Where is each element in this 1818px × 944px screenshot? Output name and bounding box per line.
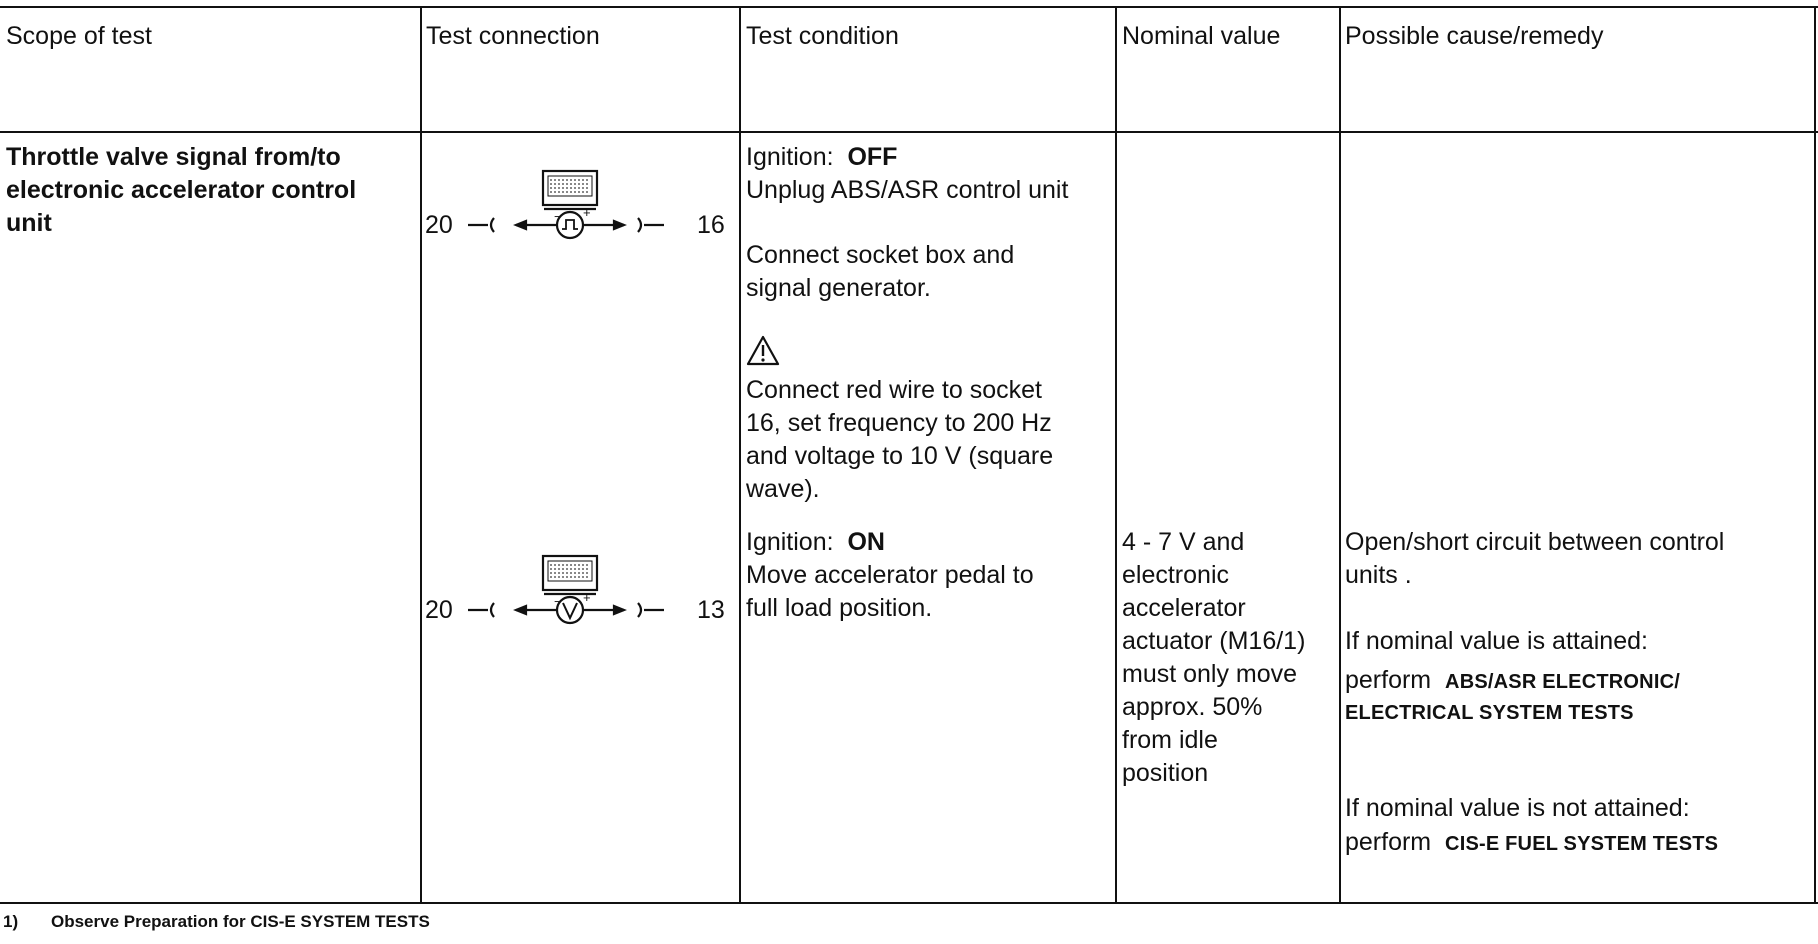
- scope-line-3: unit: [6, 209, 52, 237]
- header-cause: Possible cause/remedy: [1345, 22, 1604, 50]
- cause-not-attained-1: If nominal value is not attained:: [1345, 794, 1690, 822]
- nominal-line-3: accelerator: [1122, 594, 1246, 622]
- footnote-number: 1): [3, 912, 19, 931]
- cause-attained-1: If nominal value is attained:: [1345, 627, 1648, 655]
- nominal-line-6: approx. 50%: [1122, 693, 1263, 721]
- ignition-on-value: ON: [847, 528, 885, 556]
- header-connection: Test connection: [426, 22, 600, 50]
- signal-generator-icon: [541, 169, 599, 240]
- svg-text:−: −: [554, 209, 562, 224]
- cause-not-attained-2: perform CIS-E FUEL SYSTEM TESTS: [1345, 826, 1718, 862]
- scope-line-1: Throttle valve signal from/to: [6, 143, 341, 171]
- header-condition: Test condition: [746, 22, 899, 50]
- col-divider-4: [1339, 6, 1341, 904]
- abs-asr-tests-link-1: ABS/ASR ELECTRONIC/: [1445, 671, 1680, 693]
- condition-red-2: 16, set frequency to 200 Hz: [746, 409, 1052, 437]
- table-right-border: [1814, 6, 1816, 904]
- cause-attained-2: perform ABS/ASR ELECTRONIC/: [1345, 664, 1680, 700]
- condition-red-4: wave).: [746, 475, 820, 503]
- nominal-line-4: actuator (M16/1): [1122, 627, 1306, 655]
- condition-red-3: and voltage to 10 V (square: [746, 442, 1054, 470]
- nominal-line-8: position: [1122, 759, 1209, 787]
- nominal-line-2: electronic: [1122, 561, 1229, 589]
- table-bottom-border: [0, 902, 1818, 904]
- svg-text:−: −: [554, 594, 562, 609]
- col-divider-1: [420, 6, 422, 904]
- svg-text:+: +: [583, 590, 591, 605]
- connection-2-diagram: − +: [468, 554, 664, 625]
- table-top-border: [0, 6, 1818, 8]
- ignition-off-label: Ignition:: [746, 143, 834, 171]
- condition-ignition-on: Ignition: ON: [746, 526, 885, 560]
- perform-label-2: perform: [1345, 828, 1432, 856]
- cis-e-fuel-tests-link: CIS-E FUEL SYSTEM TESTS: [1445, 833, 1719, 855]
- cause-open-2: units .: [1345, 561, 1412, 589]
- ignition-on-label: Ignition:: [746, 528, 834, 556]
- nominal-line-1: 4 - 7 V and: [1122, 528, 1245, 556]
- warning-triangle-icon: [746, 335, 780, 366]
- nominal-line-7: from idle: [1122, 726, 1218, 754]
- condition-move-1: Move accelerator pedal to: [746, 561, 1034, 589]
- condition-ignition-off: Ignition: OFF: [746, 141, 897, 175]
- perform-label-1: perform: [1345, 666, 1432, 694]
- header-bottom-border: [0, 131, 1818, 133]
- abs-asr-tests-link-2: ELECTRICAL SYSTEM TESTS: [1345, 702, 1634, 724]
- scope-line-2: electronic accelerator control: [6, 176, 357, 204]
- cause-open-1: Open/short circuit between control: [1345, 528, 1725, 556]
- col-divider-2: [739, 6, 741, 904]
- condition-connect-2: signal generator.: [746, 274, 931, 302]
- header-scope: Scope of test: [6, 22, 152, 50]
- footnote-text: Observe Preparation for: [51, 912, 246, 931]
- footnote-cis-e-tests-link: CIS-E SYSTEM TESTS: [250, 912, 430, 931]
- connection-2-right-socket: 13: [697, 596, 725, 624]
- connection-1-left-socket: 20: [425, 211, 453, 239]
- footnote: 1) Observe Preparation for CIS-E SYSTEM T…: [3, 912, 430, 932]
- col-divider-3: [1115, 6, 1117, 904]
- ignition-off-value: OFF: [847, 143, 898, 171]
- condition-red-1: Connect red wire to socket: [746, 376, 1042, 404]
- condition-connect-1: Connect socket box and: [746, 241, 1015, 269]
- svg-text:+: +: [583, 205, 591, 220]
- connection-1-right-socket: 16: [697, 211, 725, 239]
- connection-1-diagram: − +: [468, 169, 664, 240]
- condition-move-2: full load position.: [746, 594, 933, 622]
- header-nominal: Nominal value: [1122, 22, 1281, 50]
- nominal-line-5: must only move: [1122, 660, 1298, 688]
- condition-unplug: Unplug ABS/ASR control unit: [746, 176, 1069, 204]
- connection-2-left-socket: 20: [425, 596, 453, 624]
